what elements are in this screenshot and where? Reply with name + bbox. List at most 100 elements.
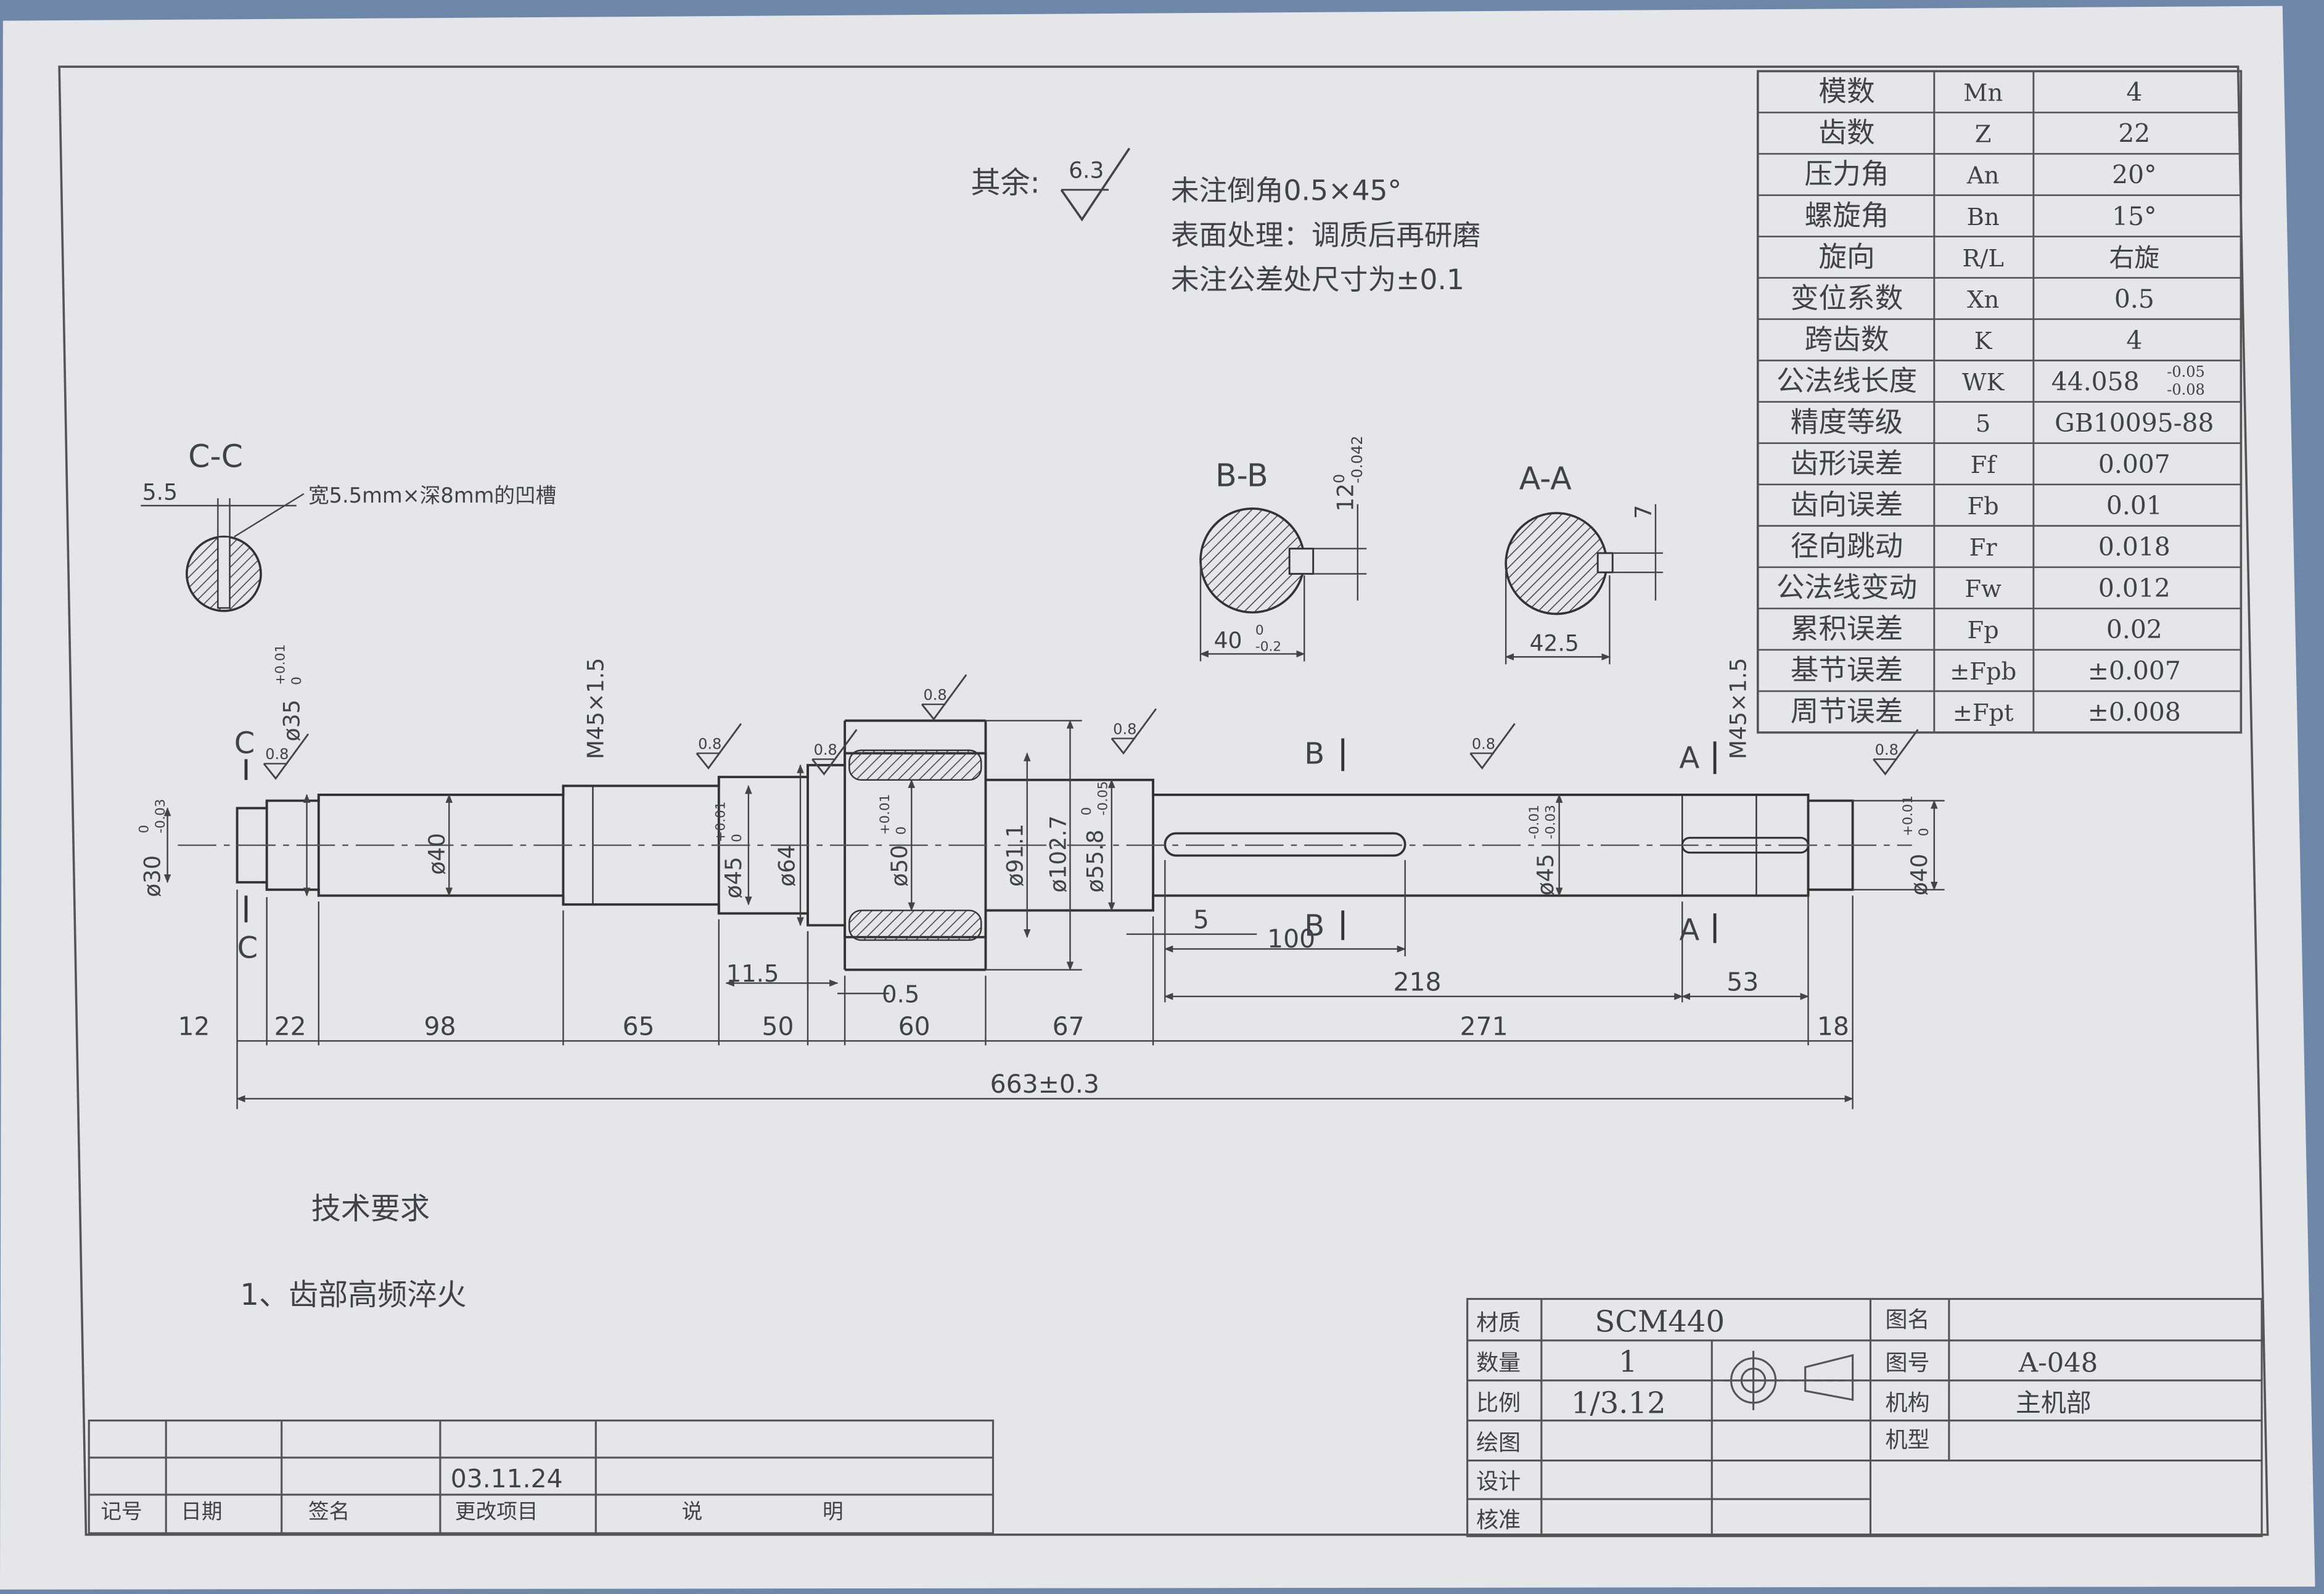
section-bb-depth-tol-lower: -0.2	[1255, 639, 1281, 655]
svg-text:ø40: ø40	[1907, 853, 1932, 895]
gear-param-symbol: Fp	[1968, 617, 1999, 644]
roughness-value: 0.8	[1472, 735, 1495, 752]
gear-param-symbol: K	[1974, 327, 1993, 355]
dim-d40b: ø40 +0.01 0	[1900, 795, 1932, 895]
roughness-symbol	[263, 733, 310, 780]
revision-header-desc-1: 说	[682, 1499, 703, 1523]
len-53: 53	[1727, 967, 1759, 996]
dim-m45a: M45×1.5	[583, 658, 609, 760]
note-tolerance: 未注公差处尺寸为±0.1	[1171, 263, 1464, 296]
gear-param-symbol: WK	[1962, 369, 2005, 396]
len-0-5: 0.5	[882, 981, 919, 1009]
gear-param-value: 0.01	[2106, 491, 2162, 520]
len-12: 12	[178, 1011, 210, 1041]
section-bb-key-tol-lower: -0.042	[1349, 435, 1366, 483]
gear-param-symbol: R/L	[1962, 245, 2003, 273]
dim-m45b: M45×1.5	[1726, 658, 1752, 760]
roughness-symbol	[1873, 729, 1919, 776]
gear-param-value: 0.5	[2114, 284, 2154, 314]
dim-d91: ø91.1	[1003, 824, 1029, 887]
gear-param-value: 0.012	[2098, 573, 2170, 603]
section-cc-title: C-C	[188, 438, 243, 474]
revision-header-date: 日期	[181, 1499, 222, 1523]
gear-param-name: 跨齿数	[1805, 323, 1889, 356]
section-bb-key-width: 12	[1333, 483, 1359, 512]
marker-c-bottom: C	[237, 931, 258, 965]
svg-text:-0.01: -0.01	[1527, 805, 1542, 839]
gear-hatch-bottom	[848, 910, 982, 941]
revision-header-mark: 记号	[101, 1499, 142, 1523]
section-cc-note: 宽5.5mm×深8mm的凹槽	[308, 483, 556, 507]
gear-param-tol-upper: -0.05	[2167, 363, 2205, 380]
dim-d40a: ø40	[424, 833, 450, 875]
roughness-value: 0.8	[814, 741, 837, 758]
len-5: 5	[1193, 905, 1209, 934]
tb-scale-label: 比例	[1476, 1390, 1521, 1416]
tb-design-label: 设计	[1476, 1468, 1521, 1494]
gear-param-symbol: Fr	[1969, 534, 1998, 562]
gear-param-symbol: ±Fpb	[1950, 658, 2016, 686]
tb-mechanism: 主机部	[2016, 1388, 2092, 1418]
tb-no: A-048	[2018, 1347, 2098, 1378]
gear-param-symbol: An	[1966, 162, 2000, 190]
len-18: 18	[1817, 1011, 1849, 1041]
dim-d35: ø35 +0.01 0	[273, 644, 305, 742]
marker-b-top: B	[1304, 736, 1324, 771]
dim-d45a: ø45 +0.01 0	[713, 802, 746, 899]
gear-param-value: ±0.008	[2088, 697, 2181, 727]
tb-qty-label: 数量	[1476, 1350, 1521, 1376]
gear-param-name: 精度等级	[1791, 406, 1903, 438]
general-notes: 未注倒角0.5×45° 表面处理：调质后再研磨 未注公差处尺寸为±0.1	[1171, 175, 1480, 296]
section-markers: C C B B A A	[234, 726, 1717, 965]
svg-text:-0.03: -0.03	[1543, 805, 1558, 839]
length-dim-lines	[236, 860, 1854, 1109]
marker-b-bottom: B	[1304, 908, 1324, 943]
roughness-value: 0.8	[698, 735, 721, 752]
tb-qty: 1	[1619, 1344, 1638, 1379]
gear-param-value: 0.02	[2106, 615, 2162, 644]
tb-material-label: 材质	[1476, 1310, 1521, 1336]
len-98: 98	[424, 1011, 456, 1041]
gear-param-name: 模数	[1818, 75, 1874, 108]
gear-param-name: 公法线变动	[1776, 571, 1917, 604]
roughness-symbol	[696, 723, 742, 770]
section-bb-depth-tol-upper: 0	[1255, 623, 1264, 638]
svg-text:ø55.8: ø55.8	[1082, 829, 1108, 892]
svg-text:+0.01: +0.01	[713, 802, 728, 842]
gear-param-symbol: ±Fpt	[1953, 699, 2014, 727]
gear-param-name: 公法线长度	[1776, 364, 1917, 397]
tb-scale: 1/3.12	[1571, 1386, 1666, 1421]
tech-req-title: 技术要求	[311, 1192, 430, 1226]
section-aa-depth: 42.5	[1530, 631, 1579, 657]
svg-text:ø50: ø50	[887, 845, 913, 887]
revision-block	[88, 1419, 995, 1534]
gear-param-value: 0.007	[2098, 450, 2170, 479]
svg-text:0: 0	[289, 676, 305, 685]
surface-note-roughness: 6.3	[1069, 158, 1104, 184]
gear-param-tol-lower: -0.08	[2167, 381, 2205, 398]
len-218: 218	[1393, 967, 1441, 996]
note-surface-treatment: 表面处理：调质后再研磨	[1171, 219, 1480, 252]
gear-param-name: 压力角	[1805, 158, 1889, 191]
roughness-symbol	[921, 674, 967, 721]
gear-param-value: 15°	[2112, 202, 2156, 231]
tb-drawn-label: 绘图	[1476, 1430, 1521, 1456]
revision-header-desc-2: 明	[823, 1499, 844, 1523]
svg-text:+0.01: +0.01	[1900, 795, 1916, 836]
gear-param-value: 0.018	[2098, 532, 2170, 562]
tb-mechanism-label: 机构	[1886, 1390, 1930, 1416]
drawing-frame	[58, 65, 2269, 1536]
gear-param-value: 右旋	[2109, 243, 2159, 273]
revision-header-sign: 签名	[308, 1499, 350, 1523]
len-50: 50	[762, 1011, 794, 1041]
title-block	[1466, 1297, 2263, 1537]
len-22: 22	[274, 1011, 306, 1041]
gear-param-name: 径向跳动	[1791, 530, 1903, 562]
roughness-value: 0.8	[265, 746, 289, 763]
roughness-symbol	[1469, 723, 1516, 770]
revision-date-value: 03.11.24	[451, 1464, 563, 1493]
len-271: 271	[1460, 1011, 1508, 1041]
svg-text:0: 0	[136, 825, 152, 834]
